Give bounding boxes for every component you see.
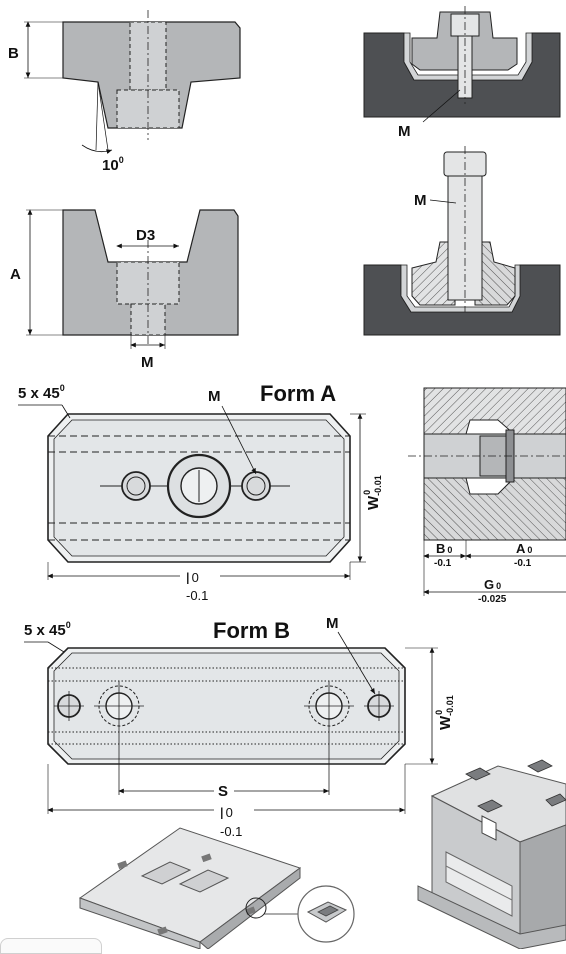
form-a-hole-left: [121, 471, 151, 501]
mid-left-view: A D3 M: [10, 209, 239, 371]
label-m-top-right: M: [398, 123, 411, 140]
form-b-s-label-bg: [214, 781, 234, 799]
label-d3: D3: [136, 227, 155, 244]
iso-mold-base-plate: [417, 885, 566, 949]
form-a-hole-right-inner: [246, 476, 266, 496]
svg-text:W0-0.01: W0-0.01: [434, 695, 455, 730]
form-a-chamfer-leader-2: [61, 404, 71, 419]
iso-mold-gap-line: [445, 865, 513, 901]
mid-right-slot-liner: [400, 264, 521, 313]
top-left-view: B 100: [8, 10, 241, 174]
label-m-mid-right: M: [414, 192, 427, 209]
iso-mold-clamp-2: [527, 759, 553, 773]
form-a-hole-left-inner: [126, 476, 146, 496]
form-a-title: Form A: [260, 381, 336, 406]
angle-ref-vertical: [95, 81, 99, 151]
iso-plate-clamp-2: [201, 853, 212, 863]
section-a-tol: -0.1: [514, 558, 532, 569]
iso-mold-clamp-4: [545, 793, 566, 807]
iso-plate-block-1: [140, 861, 192, 885]
iso-mold-clamp-1: [465, 767, 491, 781]
iso-mold-slot-front: [481, 815, 497, 841]
section-block-lower: [423, 477, 566, 541]
form-a-label-m: M: [208, 388, 221, 405]
label-angle: 100: [102, 155, 124, 174]
iso-plate-front: [79, 897, 201, 949]
iso-mold-view: [417, 759, 566, 949]
form-a-w-label: W0-0.01: [362, 475, 383, 510]
form-b-l-label-bg: [214, 801, 254, 819]
mid-right-clamp-right: [474, 241, 516, 306]
iso-plate-clamp-3: [157, 926, 168, 936]
iso-mold-clamp-3: [477, 799, 503, 813]
form-b-w-label: W0-0.01: [434, 695, 455, 730]
label-m-mid-left: M: [141, 354, 154, 371]
iso-mold-side: [519, 824, 566, 941]
iso-plate-clamp-1: [117, 860, 128, 870]
angle-ref-slope: [97, 81, 109, 151]
iso-plate-block-2: [178, 869, 230, 893]
form-a-hole-right: [241, 471, 271, 501]
bottom-tab: [0, 938, 102, 954]
top-right-m-leader: [422, 89, 461, 123]
iso-mold-gap: [445, 851, 513, 917]
iso-plate-view: [78, 827, 355, 949]
top-right-view: M: [363, 6, 561, 140]
form-b-chamfer-leader-2: [47, 641, 65, 653]
form-b-m-leader: [337, 631, 376, 695]
mid-right-m-leader: [429, 199, 457, 204]
mid-right-view: M: [363, 146, 561, 336]
section-b-tol: -0.1: [434, 558, 452, 569]
label-b: B: [8, 45, 19, 62]
section-g-tol: -0.025: [478, 594, 507, 605]
form-b-label-m: M: [326, 615, 339, 632]
form-b-chamfer-label: 5 x 450: [24, 620, 71, 639]
form-a-chamfer-label: 5 x 450: [18, 383, 65, 402]
iso-plate-detail-marker: [245, 897, 267, 919]
form-a-m-leader: [221, 405, 257, 475]
section-block-left: [423, 387, 566, 435]
form-b-view: Form B 5 x 450 M W0-0.01 S: [24, 615, 455, 839]
iso-plate-detail-slot: [317, 905, 339, 917]
top-right-slot-liner: [403, 32, 533, 81]
form-b-l-tol: -0.1: [220, 824, 242, 839]
label-a: A: [10, 266, 21, 283]
form-a-l-label-bg: [180, 566, 220, 584]
form-b-title: Form B: [213, 618, 290, 643]
form-a-l-tol: -0.1: [186, 588, 208, 603]
angle-arc: [81, 144, 113, 154]
svg-text:W0-0.01: W0-0.01: [362, 475, 383, 510]
form-b-s-label: S: [218, 783, 228, 800]
